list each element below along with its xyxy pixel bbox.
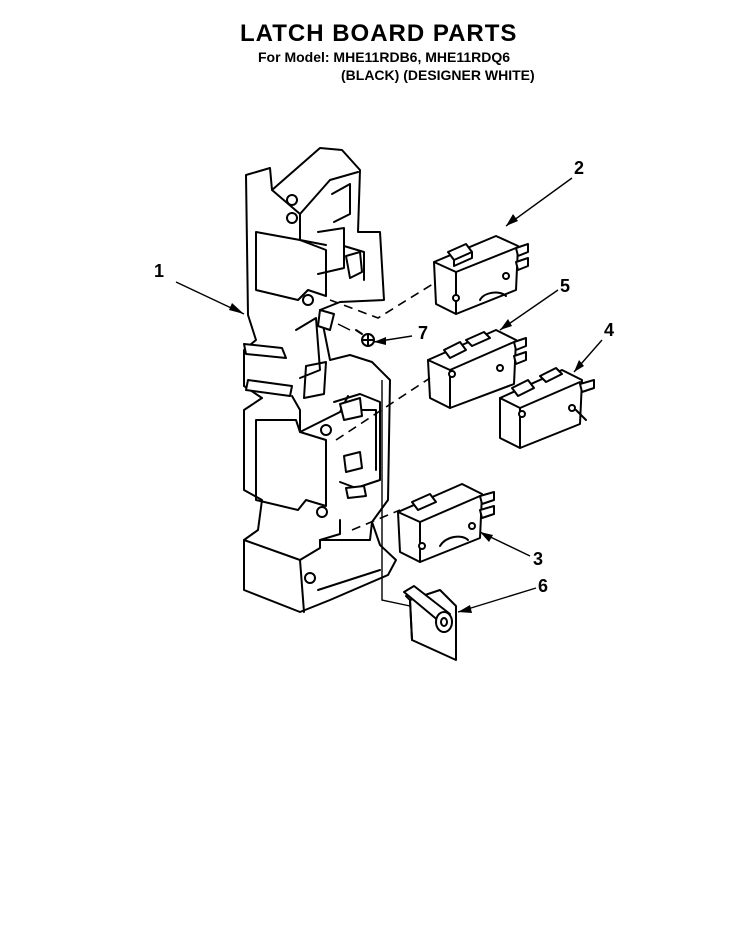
switch-part-3 [397,483,495,563]
switch-part-5 [427,329,527,409]
callout-1: 1 [154,261,164,281]
assembly-lines [329,281,437,607]
color-line: (BLACK) (DESIGNER WHITE) [341,67,535,83]
callout-5: 5 [560,276,570,296]
lever-part [403,585,457,661]
leader-arrows [175,177,603,613]
callout-7: 7 [418,323,428,343]
page-title: LATCH BOARD PARTS [240,20,518,47]
callout-labels: 1 2 3 4 5 6 7 [154,158,614,596]
callout-6: 6 [538,576,548,596]
callout-3: 3 [533,549,543,569]
switch-part-4 [499,367,595,449]
screw-part [355,329,375,347]
model-line: For Model: MHE11RDB6, MHE11RDQ6 [258,49,511,65]
switch-part-2 [433,235,529,315]
callout-4: 4 [604,320,614,340]
callout-2: 2 [574,158,584,178]
latch-board-part [243,147,397,613]
